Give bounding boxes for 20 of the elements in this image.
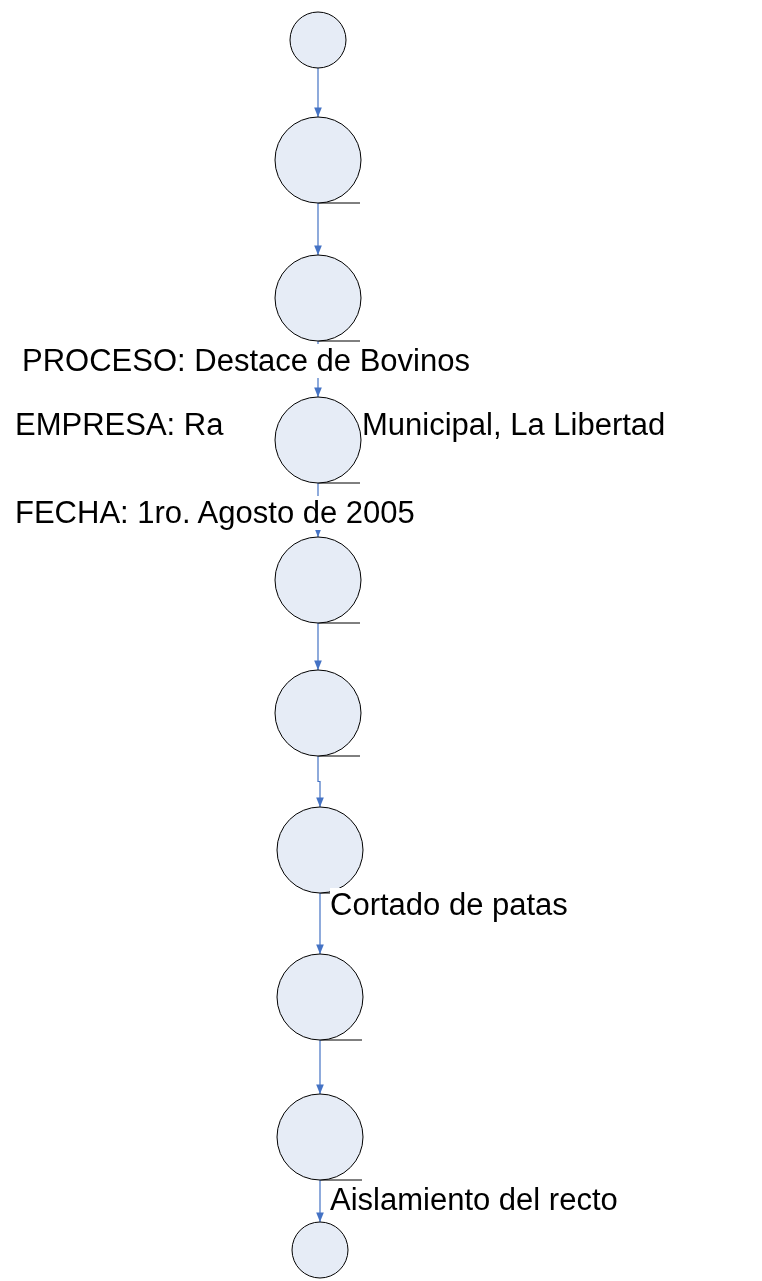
process-circle — [274, 536, 362, 624]
process-circle — [291, 1221, 349, 1279]
header-text: FECHA: 1ro. Agosto de 2005 — [15, 496, 415, 531]
header-text: PROCESO: Destace de Bovinos — [22, 344, 470, 379]
process-circle — [276, 806, 364, 894]
arrow — [316, 1179, 324, 1223]
process-circle — [289, 11, 347, 69]
arrow — [314, 202, 322, 256]
process-circle — [274, 116, 362, 204]
arrow — [316, 1039, 324, 1095]
process-circle — [276, 953, 364, 1041]
process-circle — [274, 396, 362, 484]
arrow — [316, 755, 324, 808]
arrow — [316, 892, 324, 955]
step-label: Cortado de patas — [330, 888, 568, 923]
process-circle — [274, 669, 362, 757]
process-circle — [274, 254, 362, 342]
arrow — [314, 67, 322, 118]
arrow — [314, 622, 322, 671]
process-circle — [276, 1093, 364, 1181]
